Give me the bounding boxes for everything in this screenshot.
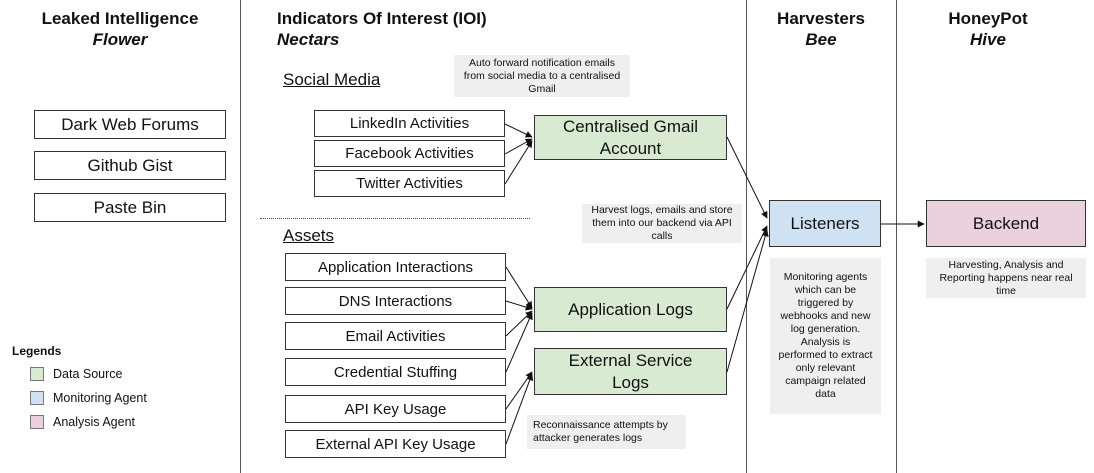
social-linkedin-activities: LinkedIn Activities — [314, 110, 505, 137]
centralised-gmail-account: Centralised Gmail Account — [534, 115, 727, 160]
arrow-extapikey-to-extlogs — [505, 373, 534, 445]
arrow-facebook-to-gmail — [504, 138, 533, 155]
legend-swatch-analysis-agent — [30, 415, 44, 429]
asset-application-interactions: Application Interactions — [285, 253, 506, 281]
section-divider — [260, 218, 530, 219]
legend-title: Legends — [12, 344, 62, 358]
header-ioi: Indicators Of Interest (IOI) Nectars — [277, 8, 487, 50]
section-assets: Assets — [283, 226, 335, 245]
legend-swatch-monitoring-agent — [30, 391, 44, 405]
column-divider-3 — [896, 0, 897, 473]
note-harvest-logs: Harvest logs, emails and store them into… — [582, 204, 742, 243]
external-service-logs: External Service Logs — [534, 348, 727, 395]
source-dark-web-forums: Dark Web Forums — [34, 110, 226, 139]
backend: Backend — [926, 200, 1086, 247]
asset-credential-stuffing: Credential Stuffing — [285, 358, 506, 386]
legend-item-data-source: Data Source — [30, 367, 122, 381]
note-reconnaissance: Reconnaissance attempts by attacker gene… — [527, 415, 686, 449]
header-harvesters-title: Harvesters — [777, 9, 865, 28]
source-github-gist: Github Gist — [34, 151, 226, 180]
header-leaked-intelligence: Leaked Intelligence Flower — [0, 8, 240, 50]
header-honeypot-subtitle: Hive — [970, 30, 1006, 49]
social-twitter-activities: Twitter Activities — [314, 170, 505, 197]
section-social-media: Social Media — [283, 70, 381, 89]
header-ioi-subtitle: Nectars — [277, 30, 340, 49]
arrow-extlogs-to-listeners — [726, 229, 769, 373]
source-paste-bin: Paste Bin — [34, 193, 226, 222]
legend-swatch-data-source — [30, 367, 44, 381]
header-leaked-title: Leaked Intelligence — [41, 9, 199, 28]
asset-email-activities: Email Activities — [285, 322, 506, 350]
arrow-linkedin-to-gmail — [504, 123, 533, 138]
note-auto-forward: Auto forward notification emails from so… — [454, 55, 630, 97]
listeners: Listeners — [769, 200, 881, 247]
asset-dns-interactions: DNS Interactions — [285, 287, 506, 315]
arrow-appint-to-applogs — [505, 266, 533, 309]
legend-label-monitoring-agent: Monitoring Agent — [53, 391, 147, 405]
arrow-applogs-to-listeners — [726, 225, 768, 310]
note-harvesting-analysis: Harvesting, Analysis and Reporting happe… — [926, 258, 1086, 298]
arrow-credstuff-to-applogs — [505, 312, 533, 373]
note-monitoring-agents: Monitoring agents which can be triggered… — [770, 258, 881, 414]
arrow-apikey-to-extlogs — [505, 371, 533, 410]
arrow-twitter-to-gmail — [504, 140, 533, 185]
legend-label-data-source: Data Source — [53, 367, 123, 381]
arrow-email-to-applogs — [505, 310, 533, 337]
column-divider-2 — [746, 0, 747, 473]
header-honeypot: HoneyPot Hive — [896, 8, 1080, 50]
legend-label-analysis-agent: Analysis Agent — [53, 415, 135, 429]
asset-external-api-key-usage: External API Key Usage — [285, 430, 506, 458]
header-honeypot-title: HoneyPot — [948, 9, 1028, 28]
arrow-gmail-to-listeners — [726, 136, 768, 219]
header-harvesters: Harvesters Bee — [746, 8, 896, 50]
header-harvesters-subtitle: Bee — [805, 30, 837, 49]
legend-item-monitoring-agent: Monitoring Agent — [30, 391, 147, 405]
asset-api-key-usage: API Key Usage — [285, 395, 506, 423]
header-leaked-subtitle: Flower — [92, 30, 148, 49]
header-ioi-title: Indicators Of Interest (IOI) — [277, 9, 487, 28]
application-logs: Application Logs — [534, 287, 727, 332]
column-divider-1 — [240, 0, 241, 473]
legend-item-analysis-agent: Analysis Agent — [30, 415, 135, 429]
arrow-dns-to-applogs — [505, 300, 533, 311]
social-facebook-activities: Facebook Activities — [314, 140, 505, 167]
